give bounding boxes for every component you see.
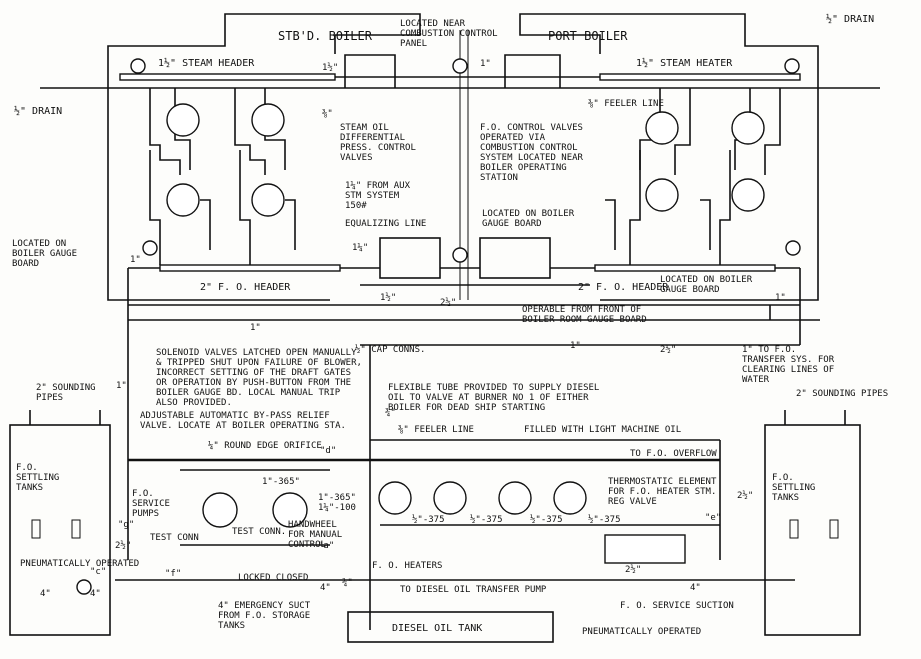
pipe-spec-label: ½"-375 xyxy=(470,514,503,525)
service-suction-label: F. O. SERVICE SUCTION xyxy=(620,601,734,611)
stbd-boiler-label: STB'D. BOILER xyxy=(278,29,373,43)
port-steam-header-label: 1½" STEAM HEATER xyxy=(636,57,733,69)
size-label: 4" xyxy=(690,583,701,593)
size-label: 4" xyxy=(90,589,101,599)
test-conn2-label: TEST CONN. xyxy=(232,527,286,537)
solenoid-note: SOLENOID VALVES LATCHED OPEN MANUALLY& T… xyxy=(156,348,362,408)
line-letter: "c" xyxy=(90,567,106,577)
size-label: 1" xyxy=(480,59,491,69)
size-label: 2½" xyxy=(660,344,676,355)
diesel-pump-label: TO DIESEL OIL TRANSFER PUMP xyxy=(400,585,547,595)
size-label: ¾" xyxy=(385,408,396,418)
port-fo-header-label: 2" F. O. HEADER xyxy=(578,282,669,293)
size-label: 1" xyxy=(570,341,581,351)
size-label: 1" xyxy=(775,293,786,303)
feeler-top-label: ⅜" FEELER LINE xyxy=(588,99,664,109)
line-letter: "e" xyxy=(705,513,721,523)
light-oil-label: FILLED WITH LIGHT MACHINE OIL xyxy=(524,425,681,435)
pipe-spec-label: 1"-365" xyxy=(262,477,300,487)
stbd-fo-header-label: 2" F. O. HEADER xyxy=(200,282,291,293)
pressure-gauges xyxy=(76,58,801,595)
boiler-casing xyxy=(107,13,819,301)
line-letter: "d" xyxy=(320,446,336,456)
size-label: 2½" xyxy=(737,490,753,501)
stbd-burners xyxy=(149,88,296,265)
steam-headers xyxy=(40,30,880,300)
line-letter: "a" xyxy=(318,541,334,551)
size-label: 2½" xyxy=(625,564,641,575)
fo-headers xyxy=(127,237,820,560)
pipe-spec-label: 1¼"-100 xyxy=(318,503,356,513)
size-label: 4" xyxy=(40,589,51,599)
right-drain-label: ½" DRAIN xyxy=(826,13,874,25)
size-label: 1" xyxy=(116,381,127,391)
size-label: ⅜" xyxy=(322,109,333,119)
locked-closed-label: LOCKED CLOSED xyxy=(238,573,308,583)
orifice-label: ¼" ROUND EDGE ORIFICE xyxy=(208,441,322,451)
line-letter: "f" xyxy=(165,569,181,579)
pump-heater-manifold xyxy=(115,345,795,630)
size-label: 4" xyxy=(320,583,331,593)
pneumatic-left-label: PNEUMATICALLY OPERATED xyxy=(20,559,139,569)
pneumatic-right-label: PNEUMATICALLY OPERATED xyxy=(582,627,701,637)
port-burners xyxy=(605,88,781,265)
size-label: 2½" xyxy=(115,540,131,551)
size-label: 1" xyxy=(130,255,141,265)
tanks xyxy=(9,410,861,643)
feeler-low-label: ⅜" FEELER LINE xyxy=(398,425,474,435)
heaters-label: F. O. HEATERS xyxy=(372,561,442,571)
cap-conns-label: ½" CAP CONNS. xyxy=(355,344,425,355)
line-letter: "g" xyxy=(118,520,134,530)
port-boiler-label: PORT BOILER xyxy=(548,29,628,43)
size-label: 2½" xyxy=(440,297,456,308)
pipe-spec-label: ½"-375 xyxy=(588,514,621,525)
pipe-spec-label: ½"-375 xyxy=(530,514,563,525)
diesel-tank-label: DIESEL OIL TANK xyxy=(392,623,482,634)
pipe-spec-label: ½"-375 xyxy=(412,514,445,525)
size-label: ¾" xyxy=(342,578,353,588)
size-label: 1½" xyxy=(380,292,396,303)
size-label: 1½" xyxy=(322,62,338,73)
size-label: 1¼" xyxy=(352,243,368,253)
stbd-steam-header-label: 1½" STEAM HEADER xyxy=(158,57,255,69)
equalizing-label: EQUALIZING LINE xyxy=(345,219,426,229)
pipe-spec-label: 1"-365" xyxy=(318,493,356,503)
sounding-right-label: 2" SOUNDING PIPES xyxy=(796,389,888,399)
overflow-label: TO F.O. OVERFLOW xyxy=(630,449,717,459)
left-drain-label: ½" DRAIN xyxy=(14,105,62,117)
test-conn-label: TEST CONN xyxy=(150,533,199,543)
size-label: 1" xyxy=(250,323,261,333)
